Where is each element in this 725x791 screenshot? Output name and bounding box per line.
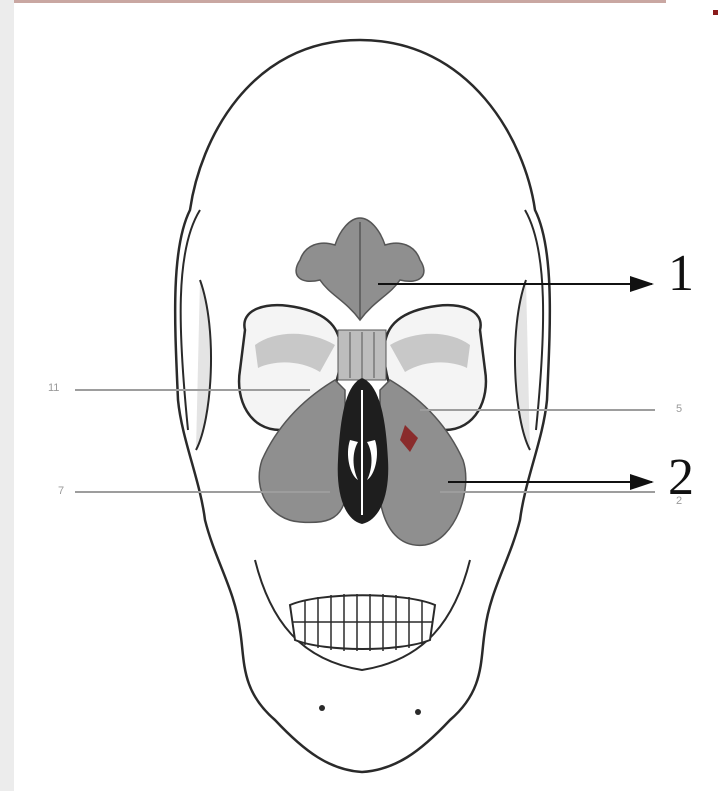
- label-faint-left-lower: 7: [58, 486, 64, 497]
- mental-foramen-right: [415, 709, 421, 715]
- mental-foramen-left: [319, 705, 325, 711]
- label-faint-right-lower: 2: [676, 496, 682, 507]
- label-frontal-sinus-number: 1: [668, 248, 694, 300]
- label-faint-left-upper: 11: [48, 383, 59, 394]
- label-faint-right-upper: 5: [676, 404, 682, 415]
